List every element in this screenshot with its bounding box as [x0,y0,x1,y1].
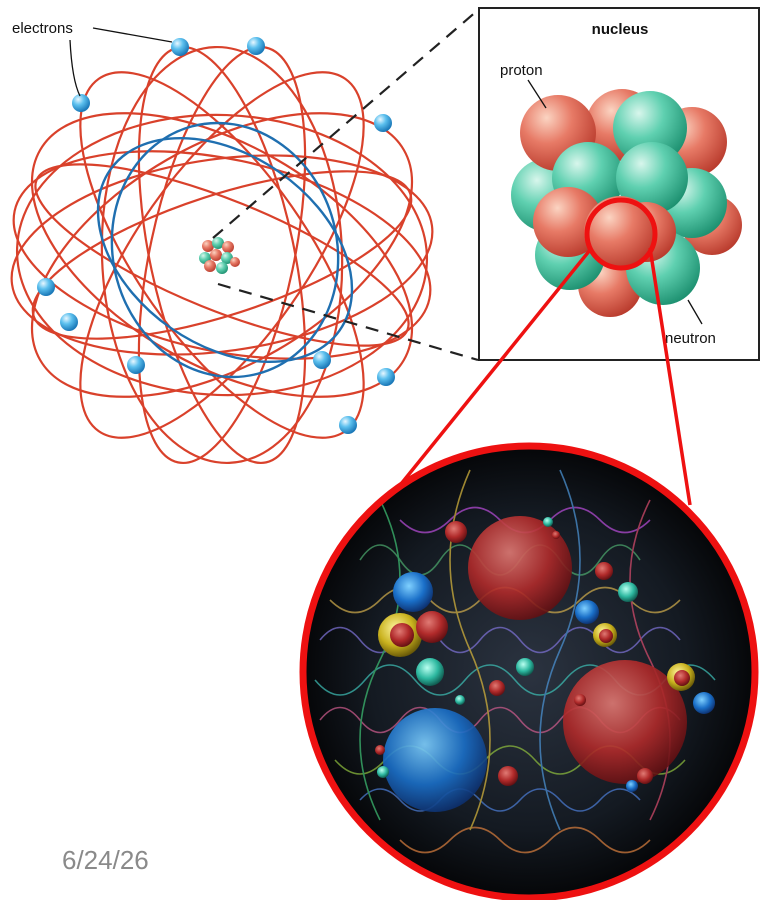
electrons-leaders [69,27,173,97]
electrons-label: electrons [12,20,73,37]
electron-orbits [10,45,434,465]
electron [37,278,55,296]
slide-date: 6/24/26 [62,845,149,875]
small-nucleus [199,237,240,274]
electron [313,351,331,369]
zoom-dashed-lines [212,9,479,362]
neutron-leader [687,299,703,325]
electron [339,416,357,434]
quarks [375,516,715,812]
electron [60,313,78,331]
electron [377,368,395,386]
proton-leader [527,79,547,109]
inner-orbits [96,121,354,379]
quark-zoom-ring [299,442,759,900]
zoom-highlight-ring [584,197,658,271]
electron [374,114,392,132]
electron [72,94,90,112]
proton-label: proton [500,62,543,79]
electron [127,356,145,374]
nucleus-title: nucleus [592,21,649,38]
electron [247,37,265,55]
neutron-label: neutron [665,330,716,347]
electrons [37,37,395,434]
electron [171,38,189,56]
quark-zoom-view [299,442,759,900]
zoom-red-lines [378,247,692,512]
nucleus-cluster [511,89,742,317]
